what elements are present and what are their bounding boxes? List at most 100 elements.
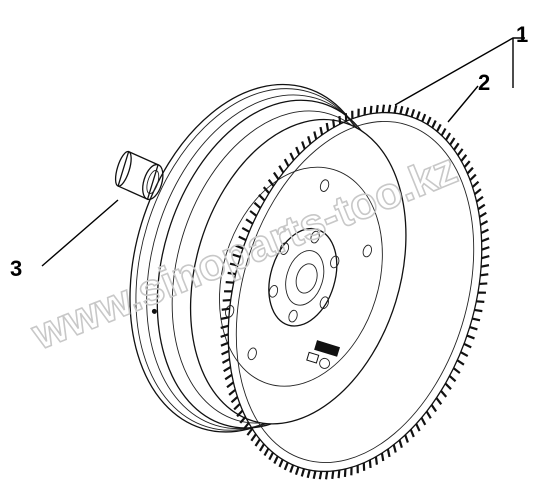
gear-tooth [368,459,372,469]
gear-tooth [409,429,415,438]
gear-tooth [221,307,230,311]
gear-tooth [480,273,489,277]
gear-tooth [350,467,353,476]
gear-tooth [272,171,280,180]
gear-tooth [300,468,306,477]
gear-tooth [233,403,241,411]
gear-tooth [331,119,336,128]
gear-tooth [356,465,359,474]
gear-tooth [221,358,231,364]
gear-tooth [481,246,490,251]
gear-tooth [398,439,403,448]
gear-tooth [448,375,457,383]
gear-tooth [375,104,379,114]
gear-tooth [245,218,254,225]
gear-tooth [313,131,318,140]
gear-tooth [344,113,348,122]
gear-tooth [420,417,427,426]
callout-1-leader [394,37,525,106]
gear-tooth [246,428,254,436]
gear-tooth [338,115,342,125]
gear-tooth [258,443,265,452]
gear-tooth [452,367,461,374]
gear-tooth [283,462,289,471]
gear-tooth [477,203,486,211]
gear-tooth [268,452,274,461]
gear-tooth [273,455,279,464]
gear-tooth [476,300,485,304]
gear-tooth [430,404,438,413]
gear-tooth [410,108,416,118]
gear-tooth [324,471,329,480]
gear-tooth [381,104,386,113]
gear-tooth [445,132,452,141]
gear-tooth [263,447,270,457]
gear-tooth [466,334,475,340]
gear-tooth [331,470,335,480]
gear-tooth [238,235,247,242]
gear-tooth [278,165,285,174]
gear-tooth [453,142,460,151]
gear-tooth [435,397,443,405]
gear-tooth [289,464,295,473]
gear-tooth [239,416,247,424]
gear-tooth [220,324,229,329]
gear-tooth [469,173,477,181]
hub-bolt-holes [268,230,340,323]
gear-tooth [232,253,241,258]
gear-tooth [474,188,482,196]
gear-tooth [392,444,397,453]
gear-tooth [307,136,312,145]
gear-tooth [236,409,244,418]
gear-tooth [283,158,290,167]
gear-tooth [449,137,456,146]
gear-tooth [421,113,427,122]
gear-tooth [471,180,480,188]
gear-tooth [337,470,341,479]
gear-tooth [477,291,486,294]
gear-tooth [278,459,284,468]
gear-tooth [357,108,360,117]
gear-tooth [242,422,250,430]
gear-tooth [351,110,354,119]
gear-tooth [456,359,465,366]
callout-2-leader [447,85,479,123]
gear-tooth [343,468,347,478]
gear-tooth [436,123,442,132]
callout-3: 3 [10,256,22,281]
gear-tooth [425,410,432,419]
gear-tooth [226,381,235,389]
gear-tooth [228,388,236,396]
gear-tooth [463,160,471,168]
gear-tooth [306,469,311,479]
gear-tooth [481,255,490,260]
gear-tooth [221,349,230,356]
gear-tooth [479,282,488,286]
gear-tooth [250,433,257,442]
gear-tooth [235,244,244,250]
gear-tooth [480,228,489,235]
gear-tooth [374,456,379,465]
gear-tooth [224,290,233,293]
callout-3-leader [41,199,119,267]
gear-tooth [475,195,484,203]
gear-tooth [380,452,385,462]
gear-tooth [399,105,404,115]
gear-tooth [319,126,324,136]
gear-tooth [393,105,398,114]
pilot-bushing [114,150,164,201]
gear-tooth [415,423,421,432]
gear-tooth [456,148,464,156]
gear-tooth [222,298,231,302]
gear-tooth [229,262,239,267]
gear-tooth [301,141,306,150]
gear-tooth [253,201,262,209]
gear-tooth [294,466,300,476]
gear-tooth [440,390,448,398]
gear-tooth [440,127,447,137]
flywheel [129,83,407,433]
gear-tooth [227,271,236,276]
gear-tooth [426,116,432,125]
gear-tooth [404,107,410,116]
